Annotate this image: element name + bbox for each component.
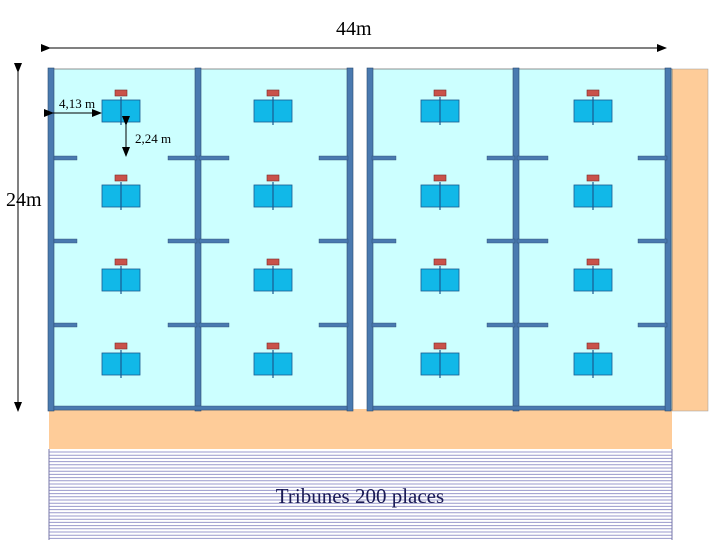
- barrier-segment: [637, 322, 668, 328]
- umpire-box: [114, 342, 128, 350]
- table-unit: [573, 89, 613, 125]
- barrier-segment: [167, 322, 198, 328]
- umpire-box: [586, 258, 600, 266]
- table-unit: [420, 258, 460, 294]
- barrier-segment: [198, 155, 230, 161]
- umpire-box: [266, 258, 280, 266]
- seating-rows: [48, 449, 673, 540]
- table-unit: [253, 258, 293, 294]
- table-spacing-v-label: 2,24 m: [135, 131, 172, 146]
- table-unit: [253, 174, 293, 210]
- barrier-segment: [318, 322, 349, 328]
- table-unit: [101, 342, 141, 378]
- court-dividers: [47, 67, 672, 412]
- umpire-box: [266, 174, 280, 182]
- side-strip: [671, 68, 709, 412]
- barrier-segment: [371, 238, 397, 244]
- barrier-segment: [53, 322, 78, 328]
- width-label: 44m: [336, 18, 372, 40]
- barrier-segment: [486, 238, 516, 244]
- seating-background: [49, 449, 672, 540]
- table-unit: [101, 89, 141, 125]
- umpire-box: [586, 342, 600, 350]
- table-grid: [101, 89, 613, 378]
- umpire-box: [433, 89, 447, 97]
- stands-label: Tribunes 200 places: [275, 484, 445, 508]
- table-unit: [253, 89, 293, 125]
- umpire-box: [114, 89, 128, 97]
- umpire-box: [114, 174, 128, 182]
- umpire-box: [266, 342, 280, 350]
- table-spacing-h-label: 4,13 m: [59, 96, 96, 111]
- barrier-segment: [371, 155, 397, 161]
- table-unit: [573, 258, 613, 294]
- barrier-segment: [516, 155, 549, 161]
- table-unit: [101, 174, 141, 210]
- umpire-box: [433, 174, 447, 182]
- table-unit: [420, 342, 460, 378]
- table-unit: [420, 174, 460, 210]
- umpire-box: [586, 89, 600, 97]
- barrier-segment: [486, 155, 516, 161]
- table-unit: [573, 174, 613, 210]
- umpire-box: [433, 258, 447, 266]
- barrier-segment: [371, 322, 397, 328]
- barrier-segment: [167, 155, 198, 161]
- bottom-barrier: [53, 405, 348, 411]
- divider-post: [47, 67, 55, 412]
- table-unit: [253, 342, 293, 378]
- table-unit: [420, 89, 460, 125]
- bottom-barrier: [372, 405, 666, 411]
- umpire-box: [586, 174, 600, 182]
- barrier-segment: [486, 322, 516, 328]
- table-unit: [573, 342, 613, 378]
- table-unit: [101, 258, 141, 294]
- barrier-segment: [637, 238, 668, 244]
- barrier-segment: [318, 238, 349, 244]
- umpire-box: [114, 258, 128, 266]
- barrier-segment: [198, 238, 230, 244]
- barrier-segment: [637, 155, 668, 161]
- barrier-segment: [53, 155, 78, 161]
- umpire-box: [266, 89, 280, 97]
- barrier-segment: [53, 238, 78, 244]
- barrier-segment: [318, 155, 349, 161]
- barrier-segment: [516, 238, 549, 244]
- height-label: 24m: [6, 189, 42, 211]
- barrier-segment: [516, 322, 549, 328]
- barrier-segment: [167, 238, 198, 244]
- barrier-segment: [198, 322, 230, 328]
- umpire-box: [433, 342, 447, 350]
